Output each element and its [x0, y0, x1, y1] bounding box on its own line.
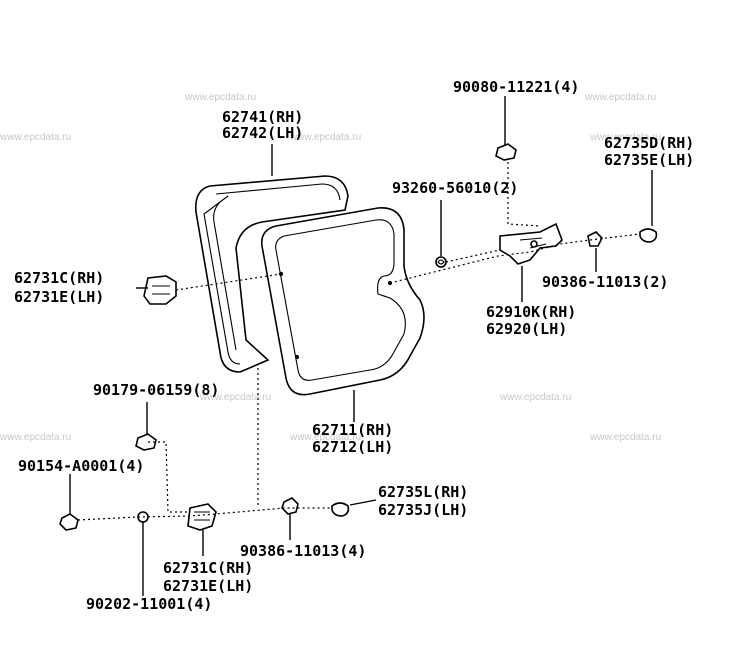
watermark: www.epcdata.ru	[584, 92, 656, 103]
label-62735J: 62735J(LH)	[378, 501, 468, 519]
label-62910K: 62910K(RH)	[486, 303, 576, 321]
label-62741: 62741(RH)	[222, 108, 303, 126]
watermarks: www.epcdata.ru www.epcdata.ru www.epcdat…	[0, 92, 661, 443]
label-93260: 93260-56010(2)	[392, 179, 518, 197]
watermark: www.epcdata.ru	[0, 132, 71, 143]
label-62712: 62712(LH)	[312, 438, 393, 456]
label-90386-bottom: 90386-11013(4)	[240, 542, 366, 560]
label-62735L: 62735L(RH)	[378, 483, 468, 501]
hinge-top	[143, 275, 177, 305]
watermark: www.epcdata.ru	[184, 92, 256, 103]
window-glass	[260, 207, 425, 396]
watermark: www.epcdata.ru	[289, 132, 361, 143]
label-62742: 62742(LH)	[222, 124, 303, 142]
label-90386-top: 90386-11013(2)	[542, 273, 668, 291]
assembly-lines	[77, 162, 641, 521]
label-62731C-bottom: 62731C(RH)	[163, 559, 253, 577]
label-90202: 90202-11001(4)	[86, 595, 212, 613]
fasteners	[59, 143, 658, 531]
label-90179: 90179-06159(8)	[93, 381, 219, 399]
label-62920: 62920(LH)	[486, 320, 567, 338]
label-62735E: 62735E(LH)	[604, 151, 694, 169]
label-62711: 62711(RH)	[312, 421, 393, 439]
hinge-bottom	[187, 503, 217, 531]
label-62735D: 62735D(RH)	[604, 134, 694, 152]
label-62731E-bottom: 62731E(LH)	[163, 577, 253, 595]
label-90080: 90080-11221(4)	[453, 78, 579, 96]
label-90154: 90154-A0001(4)	[18, 457, 144, 475]
window-latch	[499, 222, 563, 265]
watermark: www.epcdata.ru	[289, 432, 361, 443]
watermark: www.epcdata.ru	[0, 432, 71, 443]
watermark: www.epcdata.ru	[499, 392, 571, 403]
leader-lines	[69, 96, 653, 596]
watermark: www.epcdata.ru	[199, 392, 271, 403]
watermark: www.epcdata.ru	[589, 432, 661, 443]
label-62731E-top: 62731E(LH)	[14, 288, 104, 306]
label-62731C-top: 62731C(RH)	[14, 269, 104, 287]
weatherstrip-frame	[194, 175, 349, 373]
part-labels: 90080-11221(4) 62741(RH) 62742(LH) 62735…	[14, 78, 694, 613]
watermark: www.epcdata.ru	[589, 132, 661, 143]
